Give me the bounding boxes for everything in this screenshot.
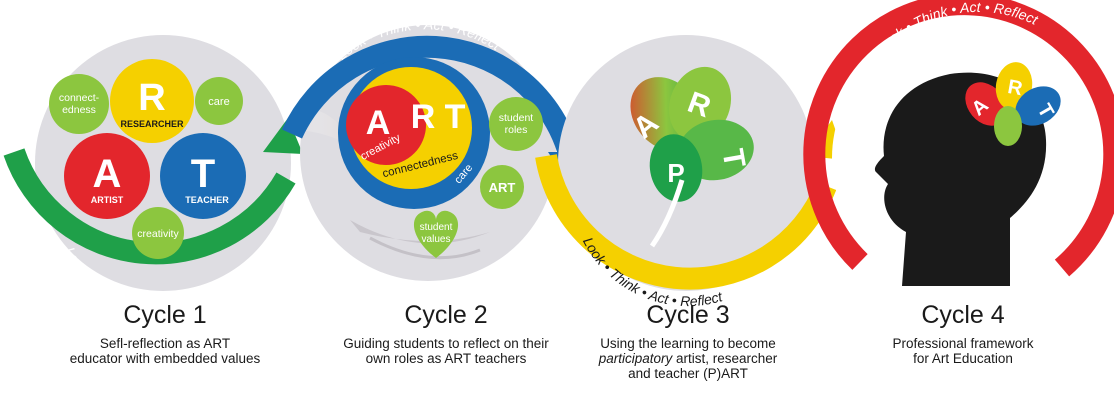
cycle1-caption: Cycle 1 Sefl-reflection as ART educator … bbox=[30, 300, 300, 366]
cycle2-caption: Cycle 2 Guiding students to reflect on t… bbox=[311, 300, 581, 366]
cycle2-desc-line1: Guiding students to reflect on their bbox=[343, 336, 549, 351]
cycle4-red-arc bbox=[803, 0, 1114, 277]
cycle3-desc-line1: Using the learning to become bbox=[600, 336, 776, 351]
cycle1-desc-line2: educator with embedded values bbox=[69, 351, 261, 366]
care-bubble bbox=[195, 77, 243, 125]
cycle3-desc-emphasis: participatory bbox=[598, 351, 673, 366]
cycle3-caption: Cycle 3 Using the learning to become par… bbox=[553, 300, 823, 381]
cycle2-letter-a: A bbox=[366, 104, 391, 142]
cycle3-title: Cycle 3 bbox=[646, 301, 730, 329]
art-bubble-label: ART bbox=[489, 180, 516, 195]
creativity-ring bbox=[346, 85, 426, 165]
researcher-label: RESEARCHER bbox=[120, 119, 184, 129]
cycle1-title: Cycle 1 bbox=[123, 301, 207, 329]
cycle2-letter-t: T bbox=[445, 98, 466, 136]
student-values-heart bbox=[413, 210, 459, 258]
student-roles-bubble bbox=[489, 97, 543, 151]
clover-leaf-p bbox=[649, 134, 703, 202]
student-values-label-2: values bbox=[422, 234, 451, 245]
artist-label: ARTIST bbox=[91, 195, 124, 205]
researcher-letter: R bbox=[138, 77, 165, 119]
cycle4-caption: Cycle 4 Professional framework for Art E… bbox=[828, 300, 1098, 366]
cycle3-yellow-arc bbox=[535, 154, 837, 290]
cycle4-letter-r: R bbox=[1006, 76, 1025, 100]
connectedness-label-2: edness bbox=[62, 104, 96, 116]
cycle1-arrowhead bbox=[263, 118, 303, 154]
student-roles-label-2: roles bbox=[505, 124, 528, 136]
cycle3-desc-line2-rest: artist, researcher bbox=[672, 351, 778, 366]
artist-letter: A bbox=[93, 152, 122, 196]
teacher-label: TEACHER bbox=[185, 195, 229, 205]
cycle4-desc-line1: Professional framework bbox=[892, 336, 1034, 351]
creativity-label: creativity bbox=[137, 228, 179, 240]
student-values-label-1: student bbox=[420, 222, 453, 233]
cycle2-letter-r: R bbox=[411, 98, 436, 136]
care-label: care bbox=[208, 96, 229, 108]
researcher-bubble bbox=[110, 59, 194, 143]
teacher-letter: T bbox=[191, 152, 215, 196]
cycle2-title: Cycle 2 bbox=[404, 301, 488, 329]
connectedness-bubble bbox=[49, 74, 109, 134]
cycle3-desc-line3: and teacher (P)ART bbox=[628, 366, 748, 381]
cycle2-graphic: Look • Think • Act • Reflect A R T creat… bbox=[281, 16, 588, 281]
clover-stem bbox=[649, 179, 685, 248]
cycle1-desc-line1: Sefl-reflection as ART bbox=[99, 336, 231, 351]
cycle3-desc-line2: participatory artist, researcher bbox=[553, 351, 823, 366]
cycle2-blue-arc bbox=[281, 35, 579, 154]
cycle4-title: Cycle 4 bbox=[921, 301, 1005, 329]
cycle3-graphic: Look • Think • Act • Reflect A R T P bbox=[535, 35, 846, 309]
cycle4-desc-line2: for Art Education bbox=[913, 351, 1013, 366]
cycle3-letter-t: T bbox=[716, 146, 752, 170]
teacher-bubble bbox=[160, 133, 246, 219]
art-bubble bbox=[480, 165, 524, 209]
creativity-bubble bbox=[132, 207, 184, 259]
connectedness-label-1: connect- bbox=[59, 92, 100, 104]
artist-bubble bbox=[64, 133, 150, 219]
cycle1-graphic: Look • Think • Act • Reflect connect- ed… bbox=[3, 35, 303, 324]
cycle2-desc-line2: own roles as ART teachers bbox=[365, 351, 527, 366]
swoosh-decoration bbox=[369, 236, 481, 260]
emblem-leaf-t bbox=[1015, 86, 1061, 126]
emblem-leaf-p bbox=[994, 106, 1022, 146]
student-roles-label-1: student bbox=[499, 112, 534, 124]
cycle4-graphic: Look • Think • Act • Reflect A R T bbox=[803, 0, 1114, 287]
cycle3-letter-p: P bbox=[667, 158, 684, 188]
